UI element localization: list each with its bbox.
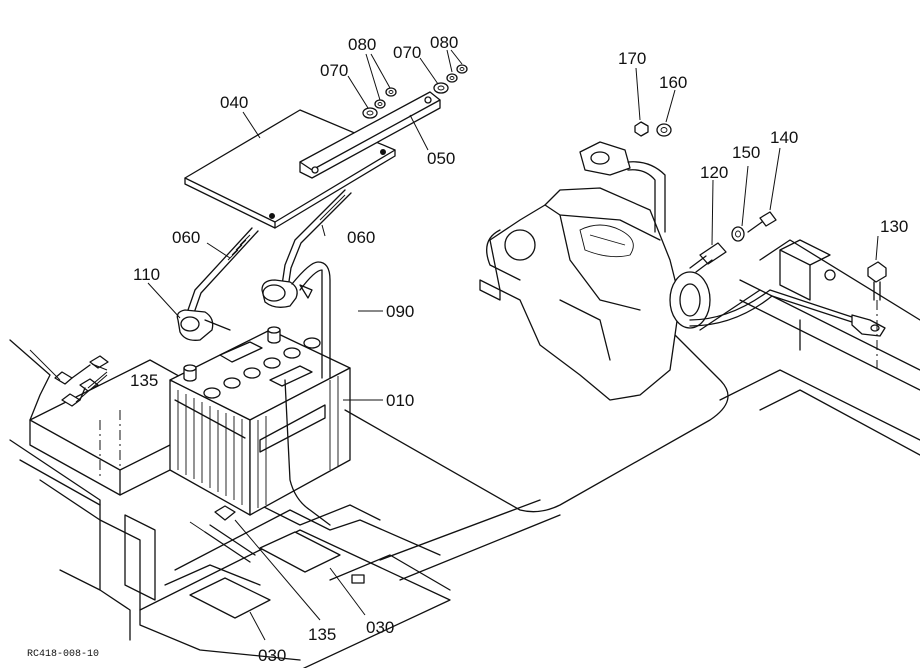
terminal-bolt-120	[689, 242, 727, 273]
nut-080-left-2	[385, 87, 397, 97]
bolt-140	[747, 211, 777, 233]
label-135-a: 135	[130, 371, 158, 390]
label-080-b: 080	[430, 33, 458, 52]
bolt-135-upper	[54, 355, 109, 385]
washer-070-left	[362, 107, 378, 119]
label-040: 040	[220, 93, 248, 112]
terminal-cover	[176, 309, 231, 341]
label-120: 120	[700, 163, 728, 182]
label-110: 110	[133, 265, 160, 284]
label-160: 160	[659, 73, 687, 92]
frame-rail-left	[9, 359, 241, 641]
part-labels: 080 070 070 080 040 050 060 060 110 090 …	[27, 33, 908, 665]
bolt-135-lower	[61, 378, 99, 407]
battery	[169, 326, 351, 516]
label-090: 090	[386, 302, 414, 321]
bolt-135-terminal	[189, 505, 256, 563]
battery-cover	[184, 109, 396, 229]
nut-170	[634, 121, 649, 137]
starter-motor	[669, 271, 711, 329]
nut-080-right-1	[446, 73, 458, 83]
label-070-a: 070	[320, 61, 348, 80]
reference-code: RC418-008-10	[27, 649, 99, 660]
label-030-b: 030	[258, 646, 286, 665]
label-060-b: 060	[347, 228, 375, 247]
label-050: 050	[427, 149, 455, 168]
label-030-a: 030	[366, 618, 394, 637]
bolt-130	[867, 261, 887, 368]
bracket-left	[9, 339, 61, 421]
rod-bolt-right	[281, 189, 352, 289]
starter-cable	[579, 141, 666, 233]
ground-cable-130	[689, 289, 886, 337]
washer-160	[656, 123, 672, 137]
frame-rail-right	[699, 239, 920, 456]
tray-pad-front	[189, 577, 271, 619]
leader-lines	[75, 49, 879, 641]
label-140: 140	[770, 128, 798, 147]
washer-150	[731, 226, 745, 242]
label-010: 010	[386, 391, 414, 410]
positive-cable	[261, 261, 331, 379]
washer-070-right	[433, 82, 449, 94]
battery-holder-bar	[299, 91, 441, 179]
label-130: 130	[880, 217, 908, 236]
engine	[479, 187, 681, 401]
nut-080-right-2	[456, 64, 468, 74]
tray-pad-rear	[259, 531, 341, 573]
label-170: 170	[618, 49, 646, 68]
label-135-b: 135	[308, 625, 336, 644]
battery-tray-plate	[139, 499, 561, 668]
label-070-b: 070	[393, 43, 421, 62]
label-150: 150	[732, 143, 760, 162]
nut-080-left-1	[374, 99, 386, 109]
tray-clip	[351, 574, 365, 584]
rod-bolt-left	[187, 227, 259, 314]
label-060-a: 060	[172, 228, 200, 247]
label-080-a: 080	[348, 35, 376, 54]
